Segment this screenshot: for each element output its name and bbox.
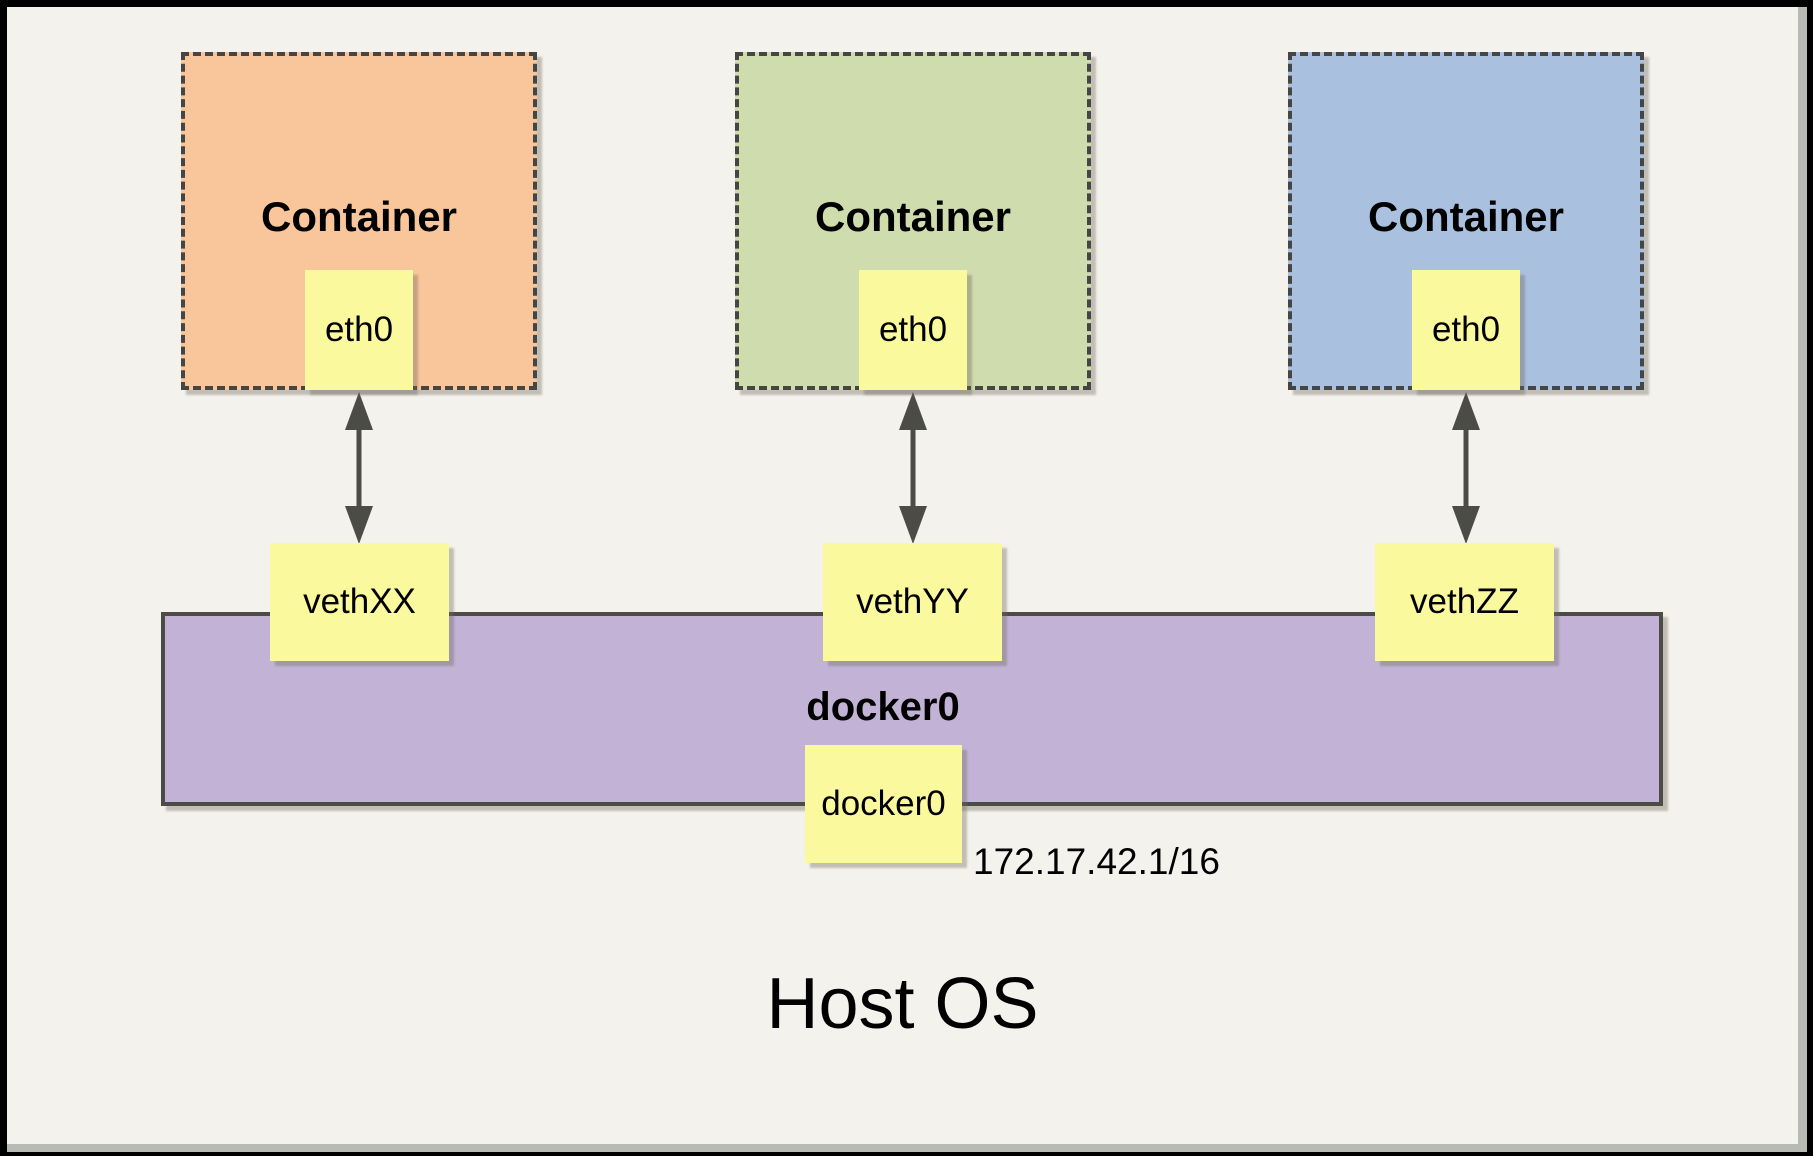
container-box: Container eth0 [181,52,537,390]
vethzz-box: vethZZ [1375,543,1554,661]
host-os-label: Host OS [766,964,1039,1044]
eth0-label: eth0 [878,310,948,349]
eth0-box: eth0 [1412,270,1520,390]
vethyy-label: vethYY [856,582,969,621]
bidirectional-arrow-icon [1452,392,1480,544]
bridge-ip-label: 172.17.42.1/16 [973,841,1220,882]
eth0-box: eth0 [305,270,413,390]
container-label: Container [260,193,457,240]
vethzz-label: vethZZ [1410,582,1519,621]
container-box: Container eth0 [735,52,1091,390]
container-box: Container eth0 [1288,52,1644,390]
vethxx-label: vethXX [303,582,416,621]
docker0-interface-label: docker0 [821,784,946,823]
eth0-label: eth0 [324,310,394,349]
docker0-bridge-title: docker0 [806,685,960,729]
bidirectional-arrow-icon [345,392,373,544]
docker0-interface-box: docker0 [805,745,962,863]
eth0-box: eth0 [859,270,967,390]
container-label: Container [1367,193,1564,240]
container-label: Container [814,193,1011,240]
eth0-label: eth0 [1431,310,1501,349]
host-os-canvas: Container eth0 Container eth0 Container … [7,7,1807,1152]
vethxx-box: vethXX [270,543,449,661]
vethyy-box: vethYY [823,543,1002,661]
bidirectional-arrow-icon [899,392,927,544]
